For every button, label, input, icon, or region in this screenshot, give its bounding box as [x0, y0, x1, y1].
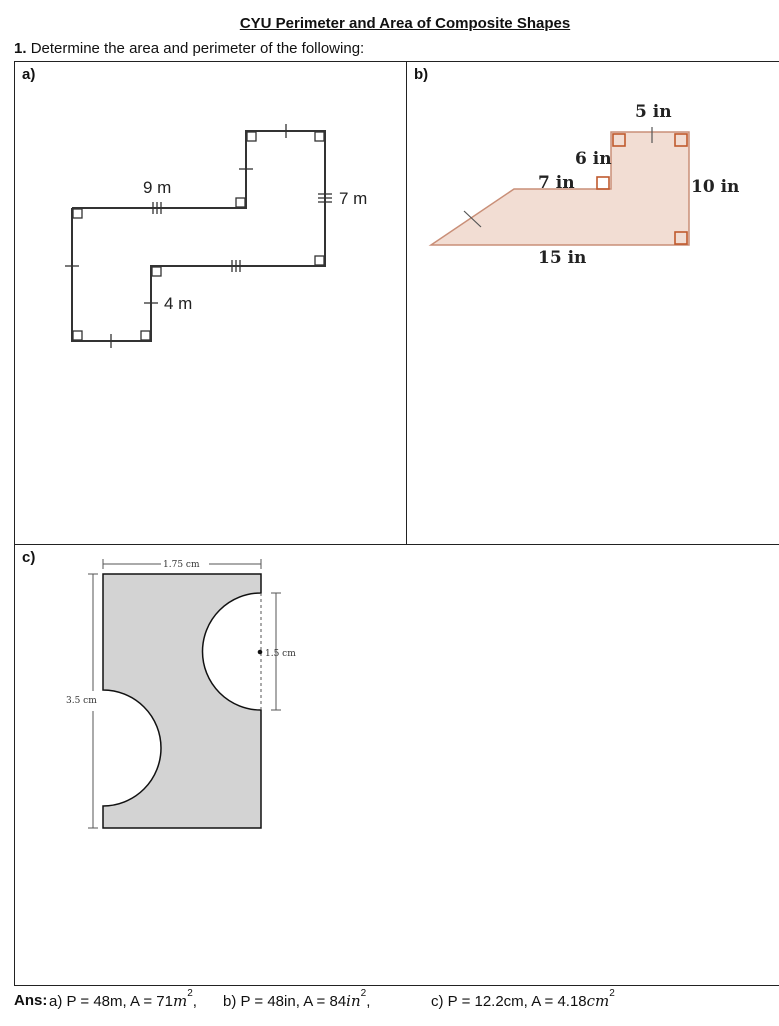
answer-c-unit: cm: [586, 992, 610, 1010]
shape-c-outline: [102, 573, 262, 829]
dim-c-diameter: 1.5 cm: [265, 649, 296, 659]
answer-b-tail: ,: [366, 993, 371, 1010]
answer-a-exponent: 2: [187, 988, 193, 999]
question-text: Determine the area and perimeter of the …: [30, 40, 365, 57]
part-b-label: b): [414, 66, 429, 83]
shape-a-figure: 9 m 7 m 4 m: [65, 124, 367, 348]
answer-b: b) P = 48in, A = 84in2,: [223, 988, 371, 1010]
dim-b-top: 5 in: [635, 102, 672, 122]
shape-b-outline: [428, 131, 690, 246]
cell-b: b) 5 in 6 in 7 in 10 in 15 in: [406, 61, 779, 545]
part-a-label: a): [22, 66, 36, 83]
shape-c-figure: 1.75 cm 3.5 cm 1.5 cm: [66, 559, 296, 829]
worksheet-title: CYU Perimeter and Area of Composite Shap…: [239, 15, 571, 32]
dim-c-height: 3.5 cm: [66, 696, 97, 706]
answer-b-text: b) P = 48in, A = 84: [223, 993, 347, 1010]
part-c-label: c): [22, 549, 36, 566]
cell-c: c) 1.75 cm 3.5 cm 1.5 cm: [14, 544, 779, 986]
answer-a-text: a) P = 48m, A = 71: [49, 993, 173, 1010]
cell-a: a): [14, 61, 407, 545]
answer-c: c) P = 12.2cm, A = 4.18cm2: [431, 988, 615, 1010]
dim-b-step-height: 6 in: [575, 149, 612, 169]
answer-a-unit: m: [172, 992, 188, 1010]
question-1: 1. Determine the area and perimeter of t…: [14, 40, 364, 57]
dim-a-top: 9 m: [143, 178, 171, 197]
dim-a-bottom: 4 m: [164, 294, 192, 313]
answer-a: a) P = 48m, A = 71m2,: [49, 988, 197, 1010]
question-number: 1.: [14, 40, 27, 57]
dim-b-right: 10 in: [691, 177, 739, 197]
dim-c-width: 1.75 cm: [163, 560, 200, 570]
answer-c-text: c) P = 12.2cm, A = 4.18: [431, 993, 587, 1010]
dim-b-bottom: 15 in: [538, 248, 586, 268]
answer-c-exponent: 2: [609, 988, 615, 999]
answer-b-exponent: 2: [360, 988, 367, 999]
answer-b-unit: in: [346, 992, 361, 1010]
answers-label: Ans:: [14, 992, 48, 1009]
dim-b-step-width: 7 in: [538, 173, 575, 193]
dim-a-right: 7 m: [339, 189, 367, 208]
answer-a-tail: ,: [192, 993, 197, 1010]
shape-b-figure: 5 in 6 in 7 in 10 in 15 in: [428, 102, 739, 268]
shape-a-outline: [71, 130, 326, 342]
